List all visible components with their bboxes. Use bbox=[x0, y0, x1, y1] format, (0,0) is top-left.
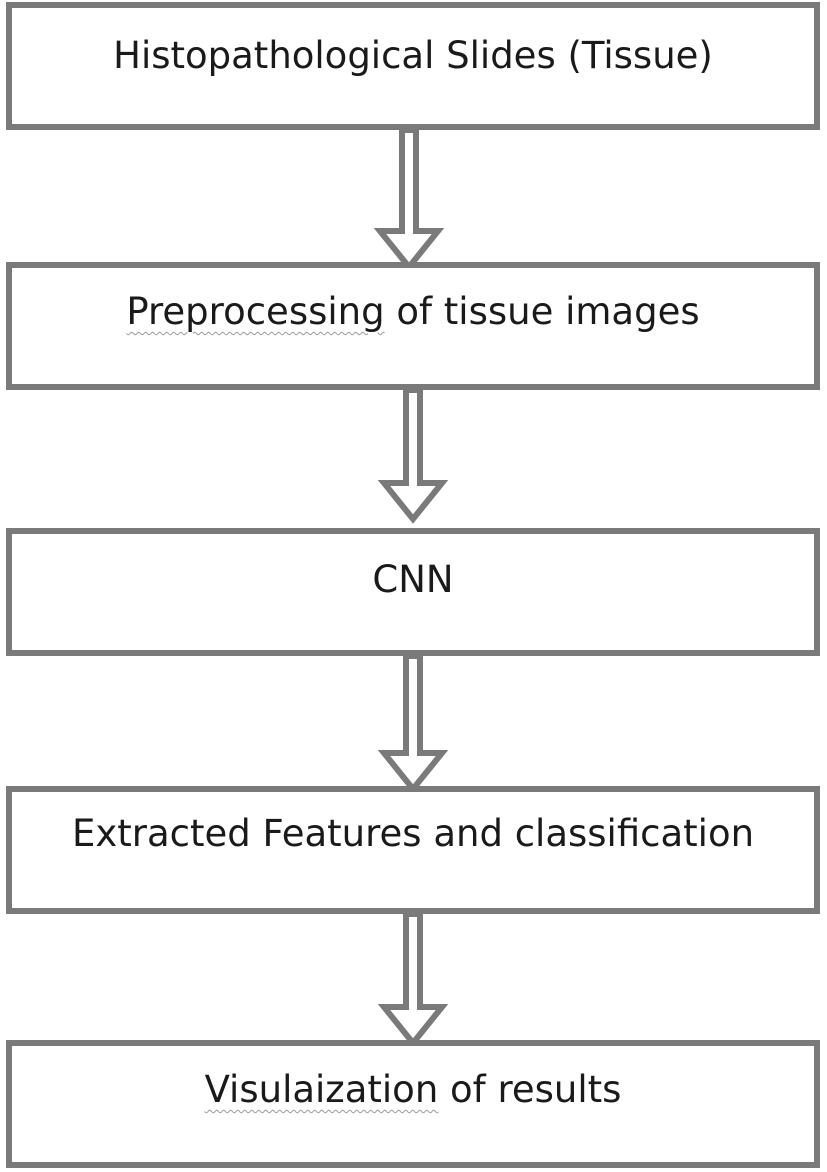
step-label-visualization-word: Visulaization bbox=[204, 1068, 439, 1111]
step-box-slides: Histopathological Slides (Tissue) bbox=[6, 2, 820, 130]
down-arrow-icon bbox=[373, 127, 445, 272]
down-arrow-icon bbox=[377, 911, 449, 1048]
step-label-slides: Histopathological Slides (Tissue) bbox=[113, 34, 713, 77]
step-label-visualization-rest: of results bbox=[438, 1068, 622, 1111]
step-label-visualization: Visulaization of results bbox=[12, 1068, 814, 1112]
down-arrow-icon bbox=[377, 387, 449, 524]
step-label-preprocessing: Preprocessing of tissue images bbox=[12, 290, 814, 334]
step-box-features: Extracted Features and classification bbox=[6, 786, 820, 914]
step-label-cnn: CNN bbox=[372, 558, 454, 601]
step-label-preprocessing-word: Preprocessing bbox=[126, 290, 385, 333]
step-label-preprocessing-rest: of tissue images bbox=[384, 290, 700, 333]
step-label-features: Extracted Features and classification bbox=[71, 812, 755, 855]
step-box-cnn: CNN bbox=[6, 528, 820, 656]
step-box-visualization: Visulaization of results bbox=[6, 1040, 820, 1168]
step-box-preprocessing: Preprocessing of tissue images bbox=[6, 262, 820, 390]
down-arrow-icon bbox=[377, 653, 449, 794]
